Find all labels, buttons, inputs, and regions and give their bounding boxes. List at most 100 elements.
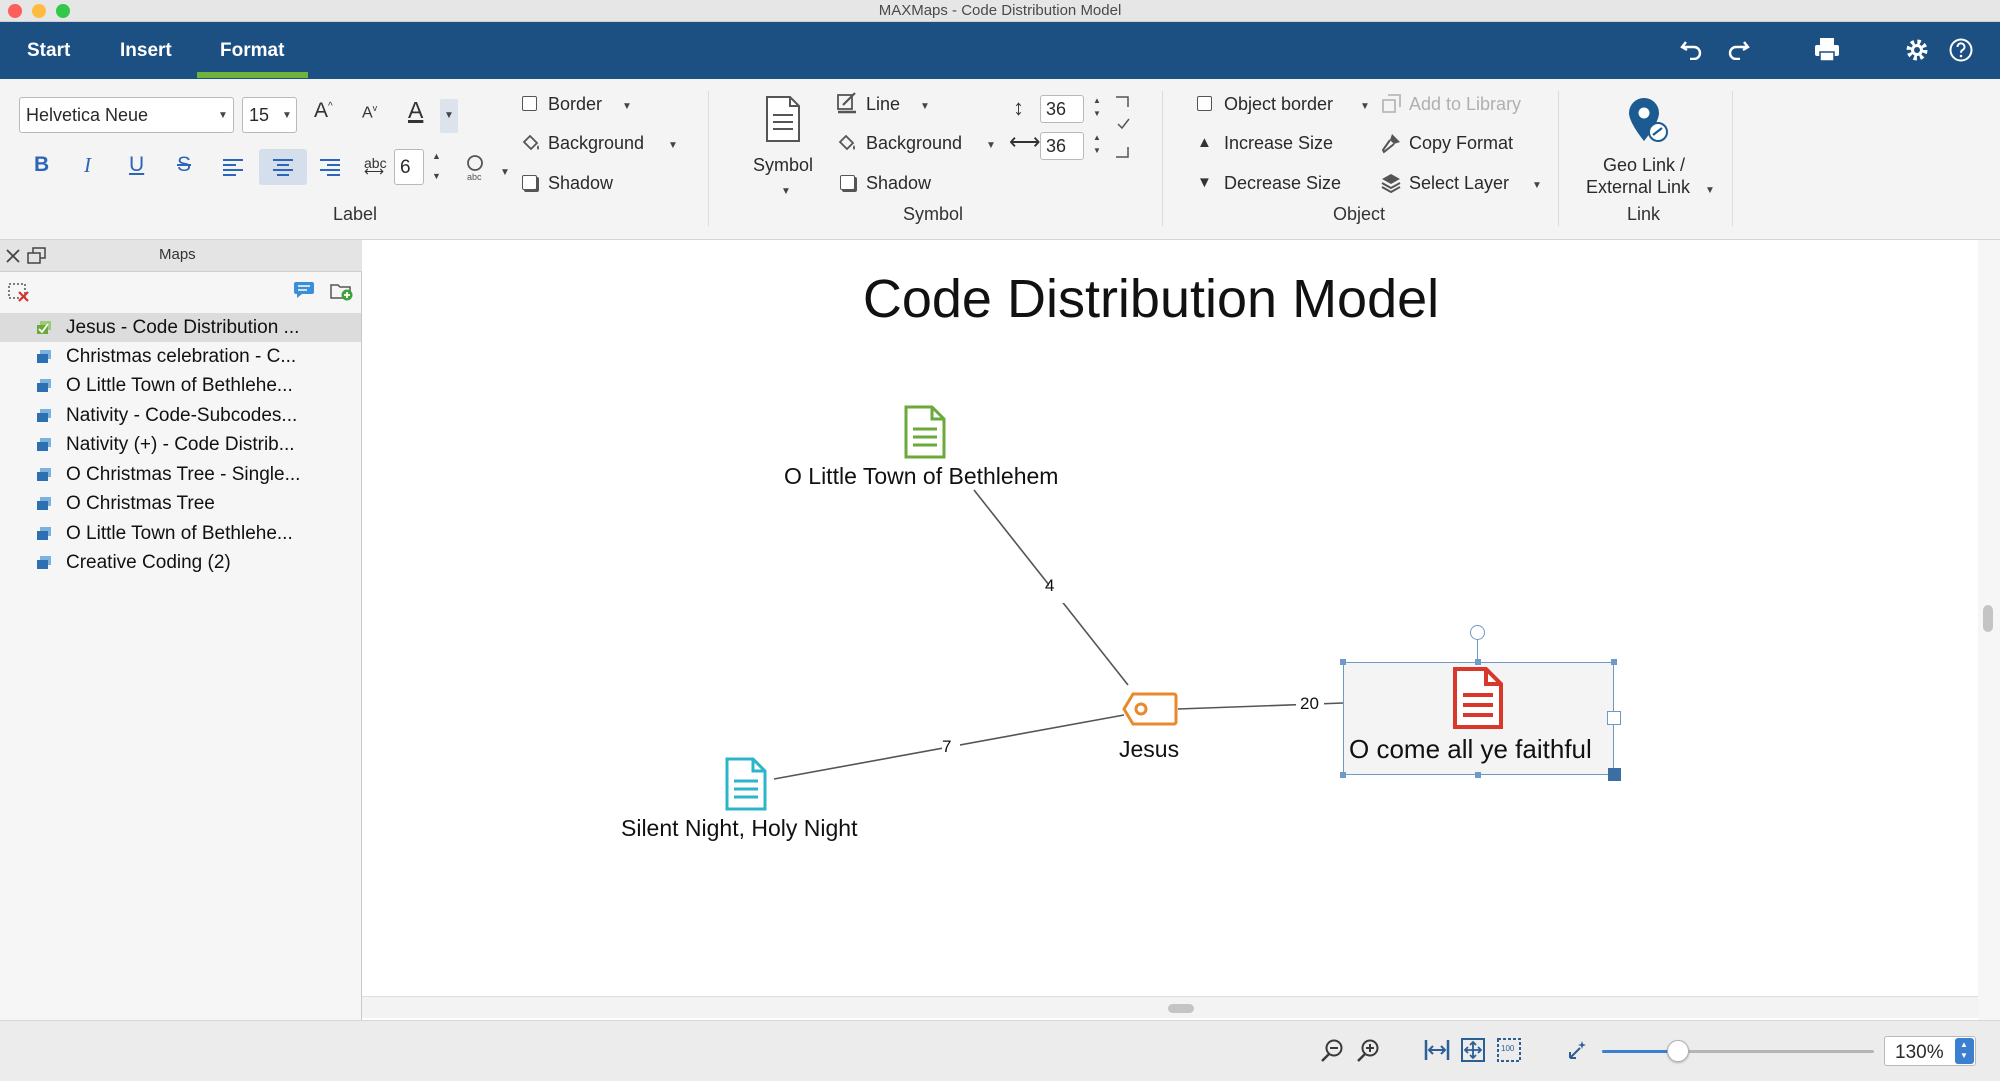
zoom-window-button[interactable] <box>56 4 70 18</box>
line-icon[interactable] <box>836 92 858 114</box>
underline-icon[interactable]: U <box>129 153 145 176</box>
font-family-select[interactable]: Helvetica Neue ▼ <box>19 97 234 133</box>
lock-aspect-ratio-icon[interactable] <box>1114 95 1132 161</box>
label-background-label[interactable]: Background <box>548 133 645 153</box>
chevron-down-icon[interactable]: ▼ <box>1532 180 1542 191</box>
text-color-icon[interactable]: A <box>408 97 424 123</box>
node-label-left[interactable]: Silent Night, Holy Night <box>621 815 858 841</box>
memo-icon[interactable] <box>293 280 315 300</box>
font-size-select[interactable]: 15 ▼ <box>242 97 297 133</box>
chevron-down-icon[interactable]: ▼ <box>986 140 996 151</box>
fit-page-icon[interactable] <box>1460 1037 1486 1063</box>
stepper-up-icon[interactable]: ▲ <box>1093 96 1101 105</box>
map-canvas[interactable]: Code Distribution Model O Little Town of… <box>362 240 1978 1020</box>
label-shadow-label[interactable]: Shadow <box>548 173 614 193</box>
zoom-level-select[interactable]: 130% ▲ ▼ <box>1884 1036 1976 1066</box>
help-icon[interactable] <box>1948 37 1974 63</box>
resize-corner-handle[interactable] <box>1608 768 1621 781</box>
italic-icon[interactable]: I <box>84 153 91 177</box>
vertical-scroll-thumb[interactable] <box>1983 605 1993 632</box>
zoom-to-selection-icon[interactable] <box>1566 1038 1592 1062</box>
symbol-shadow-label[interactable]: Shadow <box>866 173 932 193</box>
delete-map-icon[interactable] <box>7 282 31 302</box>
resize-handle[interactable] <box>1340 659 1346 665</box>
map-list-item[interactable]: O Little Town of Bethlehe... <box>0 519 361 548</box>
map-list-item[interactable]: O Christmas Tree <box>0 489 361 518</box>
horizontal-scroll-thumb[interactable] <box>1168 1004 1194 1013</box>
actual-size-icon[interactable]: 100 <box>1496 1037 1522 1063</box>
horizontal-scrollbar[interactable] <box>362 996 1978 1018</box>
spacing-stepper[interactable]: 6 <box>394 149 424 185</box>
close-window-button[interactable] <box>8 4 22 18</box>
border-checkbox[interactable] <box>522 96 537 111</box>
zoom-out-icon[interactable] <box>1320 1038 1346 1064</box>
stepper-down-icon[interactable]: ▼ <box>1093 109 1101 118</box>
node-label-center[interactable]: Jesus <box>1119 736 1180 762</box>
new-folder-icon[interactable] <box>330 281 354 301</box>
object-border-label[interactable]: Object border <box>1224 94 1334 114</box>
height-input[interactable]: 36 <box>1040 95 1084 123</box>
fit-width-icon[interactable] <box>1424 1038 1450 1062</box>
resize-handle[interactable] <box>1475 659 1481 665</box>
tab-format[interactable]: Format <box>220 40 285 61</box>
tab-start[interactable]: Start <box>27 40 71 61</box>
increase-size-label[interactable]: Increase Size <box>1224 133 1334 153</box>
map-list-item[interactable]: O Little Town of Bethlehe... <box>0 371 361 400</box>
line-label[interactable]: Line <box>866 94 901 114</box>
tab-insert[interactable]: Insert <box>120 40 172 61</box>
label-width-handle[interactable] <box>1607 711 1621 725</box>
symbol-button-label[interactable]: Symbol <box>753 155 814 175</box>
map-title[interactable]: Code Distribution Model <box>862 269 1440 329</box>
chevron-down-icon[interactable]: ▼ <box>920 101 930 112</box>
symbol-background-icon[interactable] <box>836 132 858 154</box>
stepper-down-icon[interactable]: ▼ <box>1093 146 1101 155</box>
symbol-background-label[interactable]: Background <box>866 133 963 153</box>
align-right-icon[interactable] <box>318 157 342 177</box>
select-layer-label[interactable]: Select Layer <box>1409 173 1510 193</box>
align-center-button[interactable] <box>259 149 307 185</box>
chevron-down-icon[interactable]: ▼ <box>1360 101 1370 112</box>
geo-link-label-line2[interactable]: External Link <box>1586 177 1691 197</box>
width-input[interactable]: 36 <box>1040 132 1084 160</box>
redo-icon[interactable] <box>1726 38 1750 60</box>
zoom-slider-track[interactable] <box>1602 1040 1874 1062</box>
map-list-item[interactable]: Nativity (+) - Code Distrib... <box>0 430 361 459</box>
map-list-item[interactable]: Christmas celebration - C... <box>0 342 361 371</box>
resize-handle[interactable] <box>1475 772 1481 778</box>
border-label[interactable]: Border <box>548 94 603 114</box>
select-layer-icon[interactable] <box>1380 172 1402 194</box>
map-list-item[interactable]: O Christmas Tree - Single... <box>0 460 361 489</box>
geo-link-label-line1[interactable]: Geo Link / <box>1603 155 1686 175</box>
zoom-slider-knob[interactable] <box>1667 1040 1689 1062</box>
map-list-item[interactable]: Jesus - Code Distribution ... <box>0 313 361 342</box>
node-label-right[interactable]: O come all ye faithful <box>1349 734 1592 764</box>
chevron-down-icon[interactable]: ▼ <box>668 140 678 151</box>
align-left-icon[interactable] <box>221 157 245 177</box>
background-fill-icon[interactable] <box>520 132 542 154</box>
chevron-down-icon[interactable]: ▼ <box>622 101 632 112</box>
increase-font-size-icon[interactable]: A^ <box>314 99 333 122</box>
strikethrough-icon[interactable]: S <box>177 153 192 176</box>
decrease-size-label[interactable]: Decrease Size <box>1224 173 1342 193</box>
close-panel-icon[interactable] <box>6 249 20 263</box>
decrease-font-size-icon[interactable]: Av <box>362 103 378 122</box>
chevron-down-icon[interactable]: ▼ <box>1705 185 1715 196</box>
undo-icon[interactable] <box>1680 38 1704 60</box>
resize-handle[interactable] <box>1340 772 1346 778</box>
resize-handle[interactable] <box>1611 659 1617 665</box>
document-icon-top[interactable] <box>904 405 946 459</box>
rotate-handle[interactable] <box>1470 625 1485 640</box>
stepper-up-icon[interactable]: ▲ <box>1093 133 1101 142</box>
minimize-window-button[interactable] <box>32 4 46 18</box>
document-icon-left[interactable] <box>725 757 767 811</box>
stepper-up-icon[interactable]: ▲ <box>432 151 441 161</box>
copy-format-label[interactable]: Copy Format <box>1409 133 1514 153</box>
zoom-in-icon[interactable] <box>1356 1038 1382 1064</box>
undock-panel-icon[interactable] <box>27 247 47 264</box>
shadow-checkbox[interactable] <box>522 175 537 190</box>
label-shape-icon[interactable]: abc <box>463 154 487 182</box>
zoom-stepper[interactable]: ▲ ▼ <box>1955 1038 1974 1064</box>
map-list-item[interactable]: Nativity - Code-Subcodes... <box>0 401 361 430</box>
print-icon[interactable] <box>1813 36 1841 62</box>
chevron-down-icon[interactable]: ▼ <box>500 167 510 178</box>
